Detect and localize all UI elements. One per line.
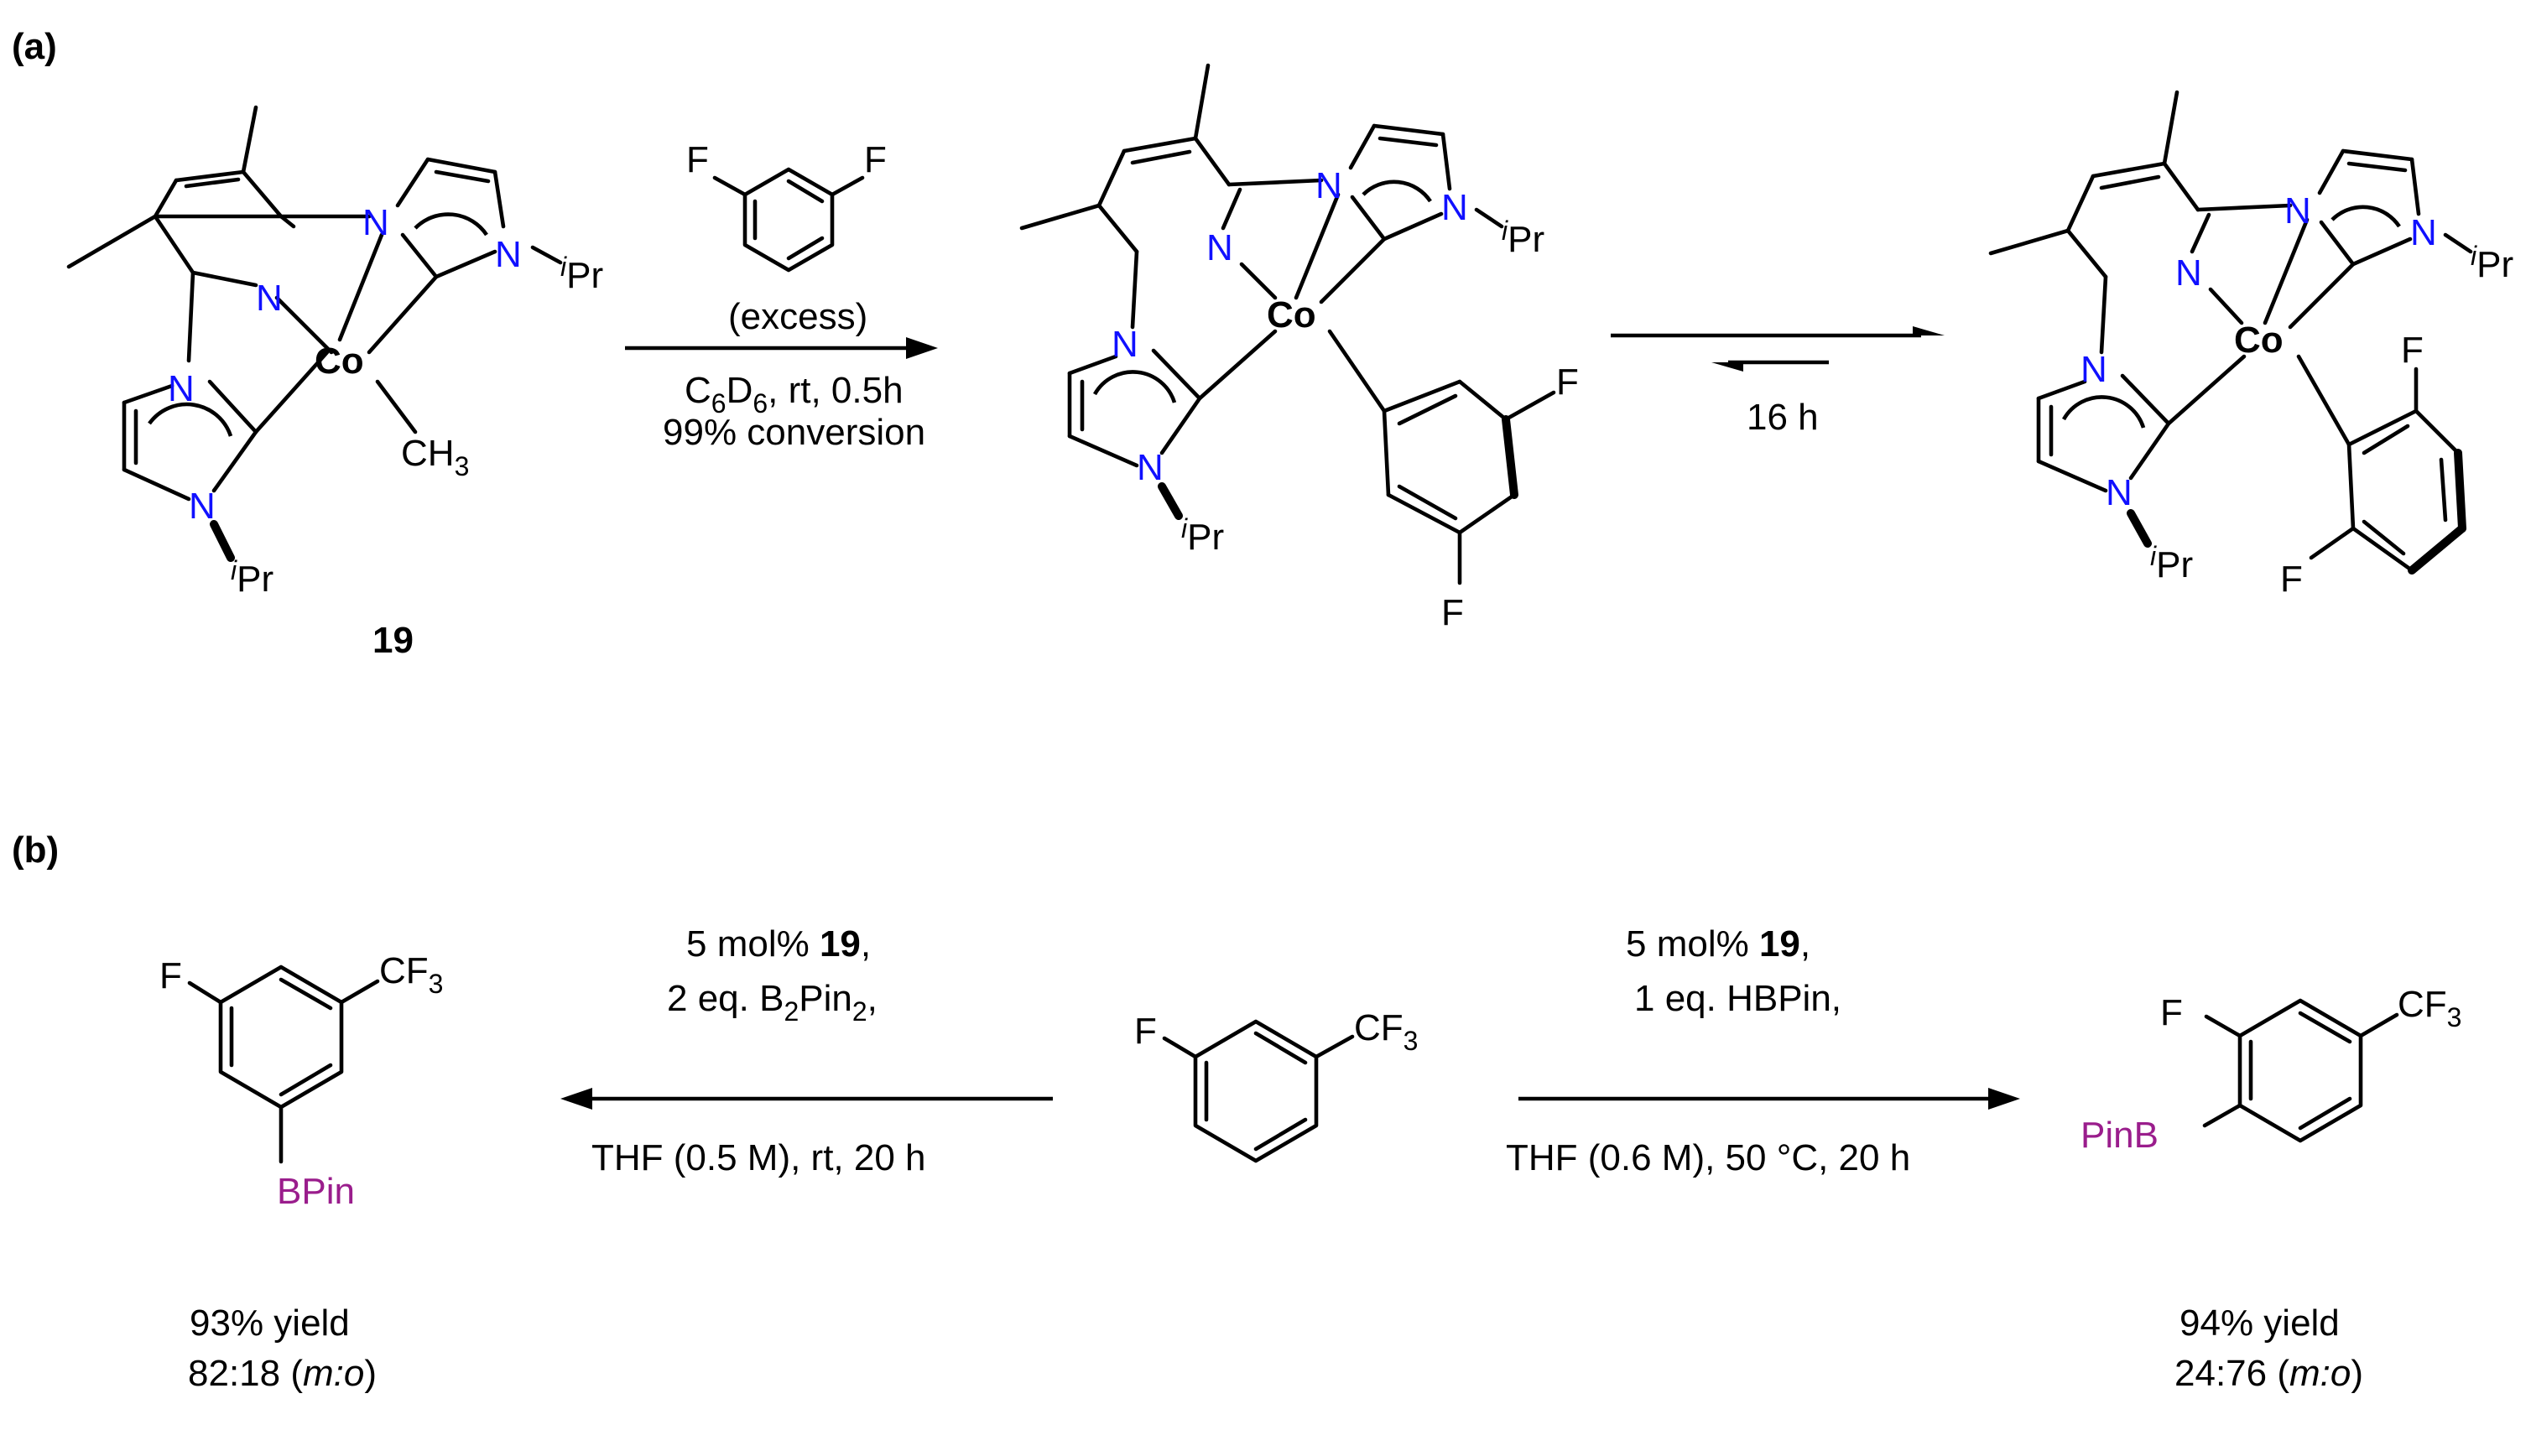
arrowhead <box>560 1088 592 1110</box>
atom-F: F <box>1441 592 1464 633</box>
ipr-group: iPr <box>1181 513 1224 558</box>
atom-Co: Co <box>315 341 364 382</box>
cf3-group: CF3 <box>379 950 443 999</box>
condition-reagent: 2 eq. B2Pin2, <box>667 978 878 1027</box>
intermediate-structure <box>1019 63 1556 585</box>
atom-F: F <box>2280 559 2303 600</box>
atom-N: N <box>1112 324 1138 365</box>
cf3-group: CF3 <box>2398 984 2461 1032</box>
arrowhead <box>906 337 938 359</box>
substrate-structure <box>1162 1019 1355 1163</box>
panel-label-a: (a) <box>12 26 57 67</box>
yield-right: 94% yield <box>2179 1303 2340 1344</box>
condition-reagent: 1 eq. HBPin, <box>1634 978 1841 1019</box>
condition-catalyst: 5 mol% 19, <box>1626 923 1810 965</box>
atom-Co: Co <box>2234 320 2284 361</box>
atom-N: N <box>189 486 216 527</box>
reagent-difluorobenzene <box>712 167 865 273</box>
cf3-group: CF3 <box>1354 1007 1418 1056</box>
condition-solvent-time: C6D6, rt, 0.5h <box>685 370 904 419</box>
atom-N: N <box>1441 187 1468 228</box>
ipr-group: iPr <box>560 252 603 296</box>
atom-N: N <box>256 278 283 319</box>
atom-N: N <box>2081 349 2107 390</box>
atom-N: N <box>1206 227 1233 268</box>
condition-solvent: THF (0.5 M), rt, 20 h <box>591 1137 926 1178</box>
ipr-group: iPr <box>2150 541 2193 585</box>
compound-19-label: 19 <box>372 620 414 661</box>
product-meta-structure <box>187 965 380 1164</box>
product-ortho-borylated-structure <box>2202 998 2399 1143</box>
atom-N: N <box>2175 252 2202 294</box>
atom-F: F <box>1134 1011 1157 1052</box>
atom-N: N <box>362 202 389 243</box>
atom-N: N <box>2284 190 2311 231</box>
reagent-note: (excess) <box>728 296 867 337</box>
arrowhead <box>1913 326 1945 335</box>
atom-F: F <box>2401 330 2424 371</box>
ratio-left: 82:18 (m:o) <box>188 1353 377 1394</box>
ipr-group: iPr <box>2471 241 2513 285</box>
ratio-right: 24:76 (m:o) <box>2174 1353 2363 1394</box>
atom-F: F <box>864 139 887 180</box>
atom-F: F <box>1556 361 1579 403</box>
atom-N: N <box>1315 165 1342 206</box>
condition-solvent: THF (0.6 M), 50 °C, 20 h <box>1506 1137 1910 1178</box>
atom-N: N <box>168 368 195 409</box>
panel-label-b: (b) <box>12 829 59 871</box>
ipr-group: iPr <box>1502 216 1544 260</box>
condition-conversion: 99% conversion <box>663 412 925 453</box>
pinb-group: PinB <box>2081 1115 2159 1156</box>
condition-catalyst: 5 mol% 19, <box>686 923 871 965</box>
atom-F: F <box>2160 992 2183 1033</box>
compound-19-structure <box>66 105 563 562</box>
atom-N: N <box>1137 447 1164 488</box>
yield-left: 93% yield <box>190 1303 350 1344</box>
arrowhead <box>1711 362 1743 372</box>
atom-N: N <box>2106 472 2133 513</box>
condition-time: 16 h <box>1747 397 1819 438</box>
bpin-group: BPin <box>277 1171 355 1212</box>
atom-F: F <box>159 955 182 996</box>
atom-N: N <box>495 234 522 275</box>
methyl-group: CH3 <box>401 433 469 481</box>
atom-Co: Co <box>1267 294 1316 335</box>
arrowhead <box>1988 1088 2020 1110</box>
ipr-group: iPr <box>231 555 273 600</box>
atom-F: F <box>686 139 709 180</box>
atom-N: N <box>2410 212 2437 253</box>
product-ortho-structure <box>1988 90 2473 575</box>
